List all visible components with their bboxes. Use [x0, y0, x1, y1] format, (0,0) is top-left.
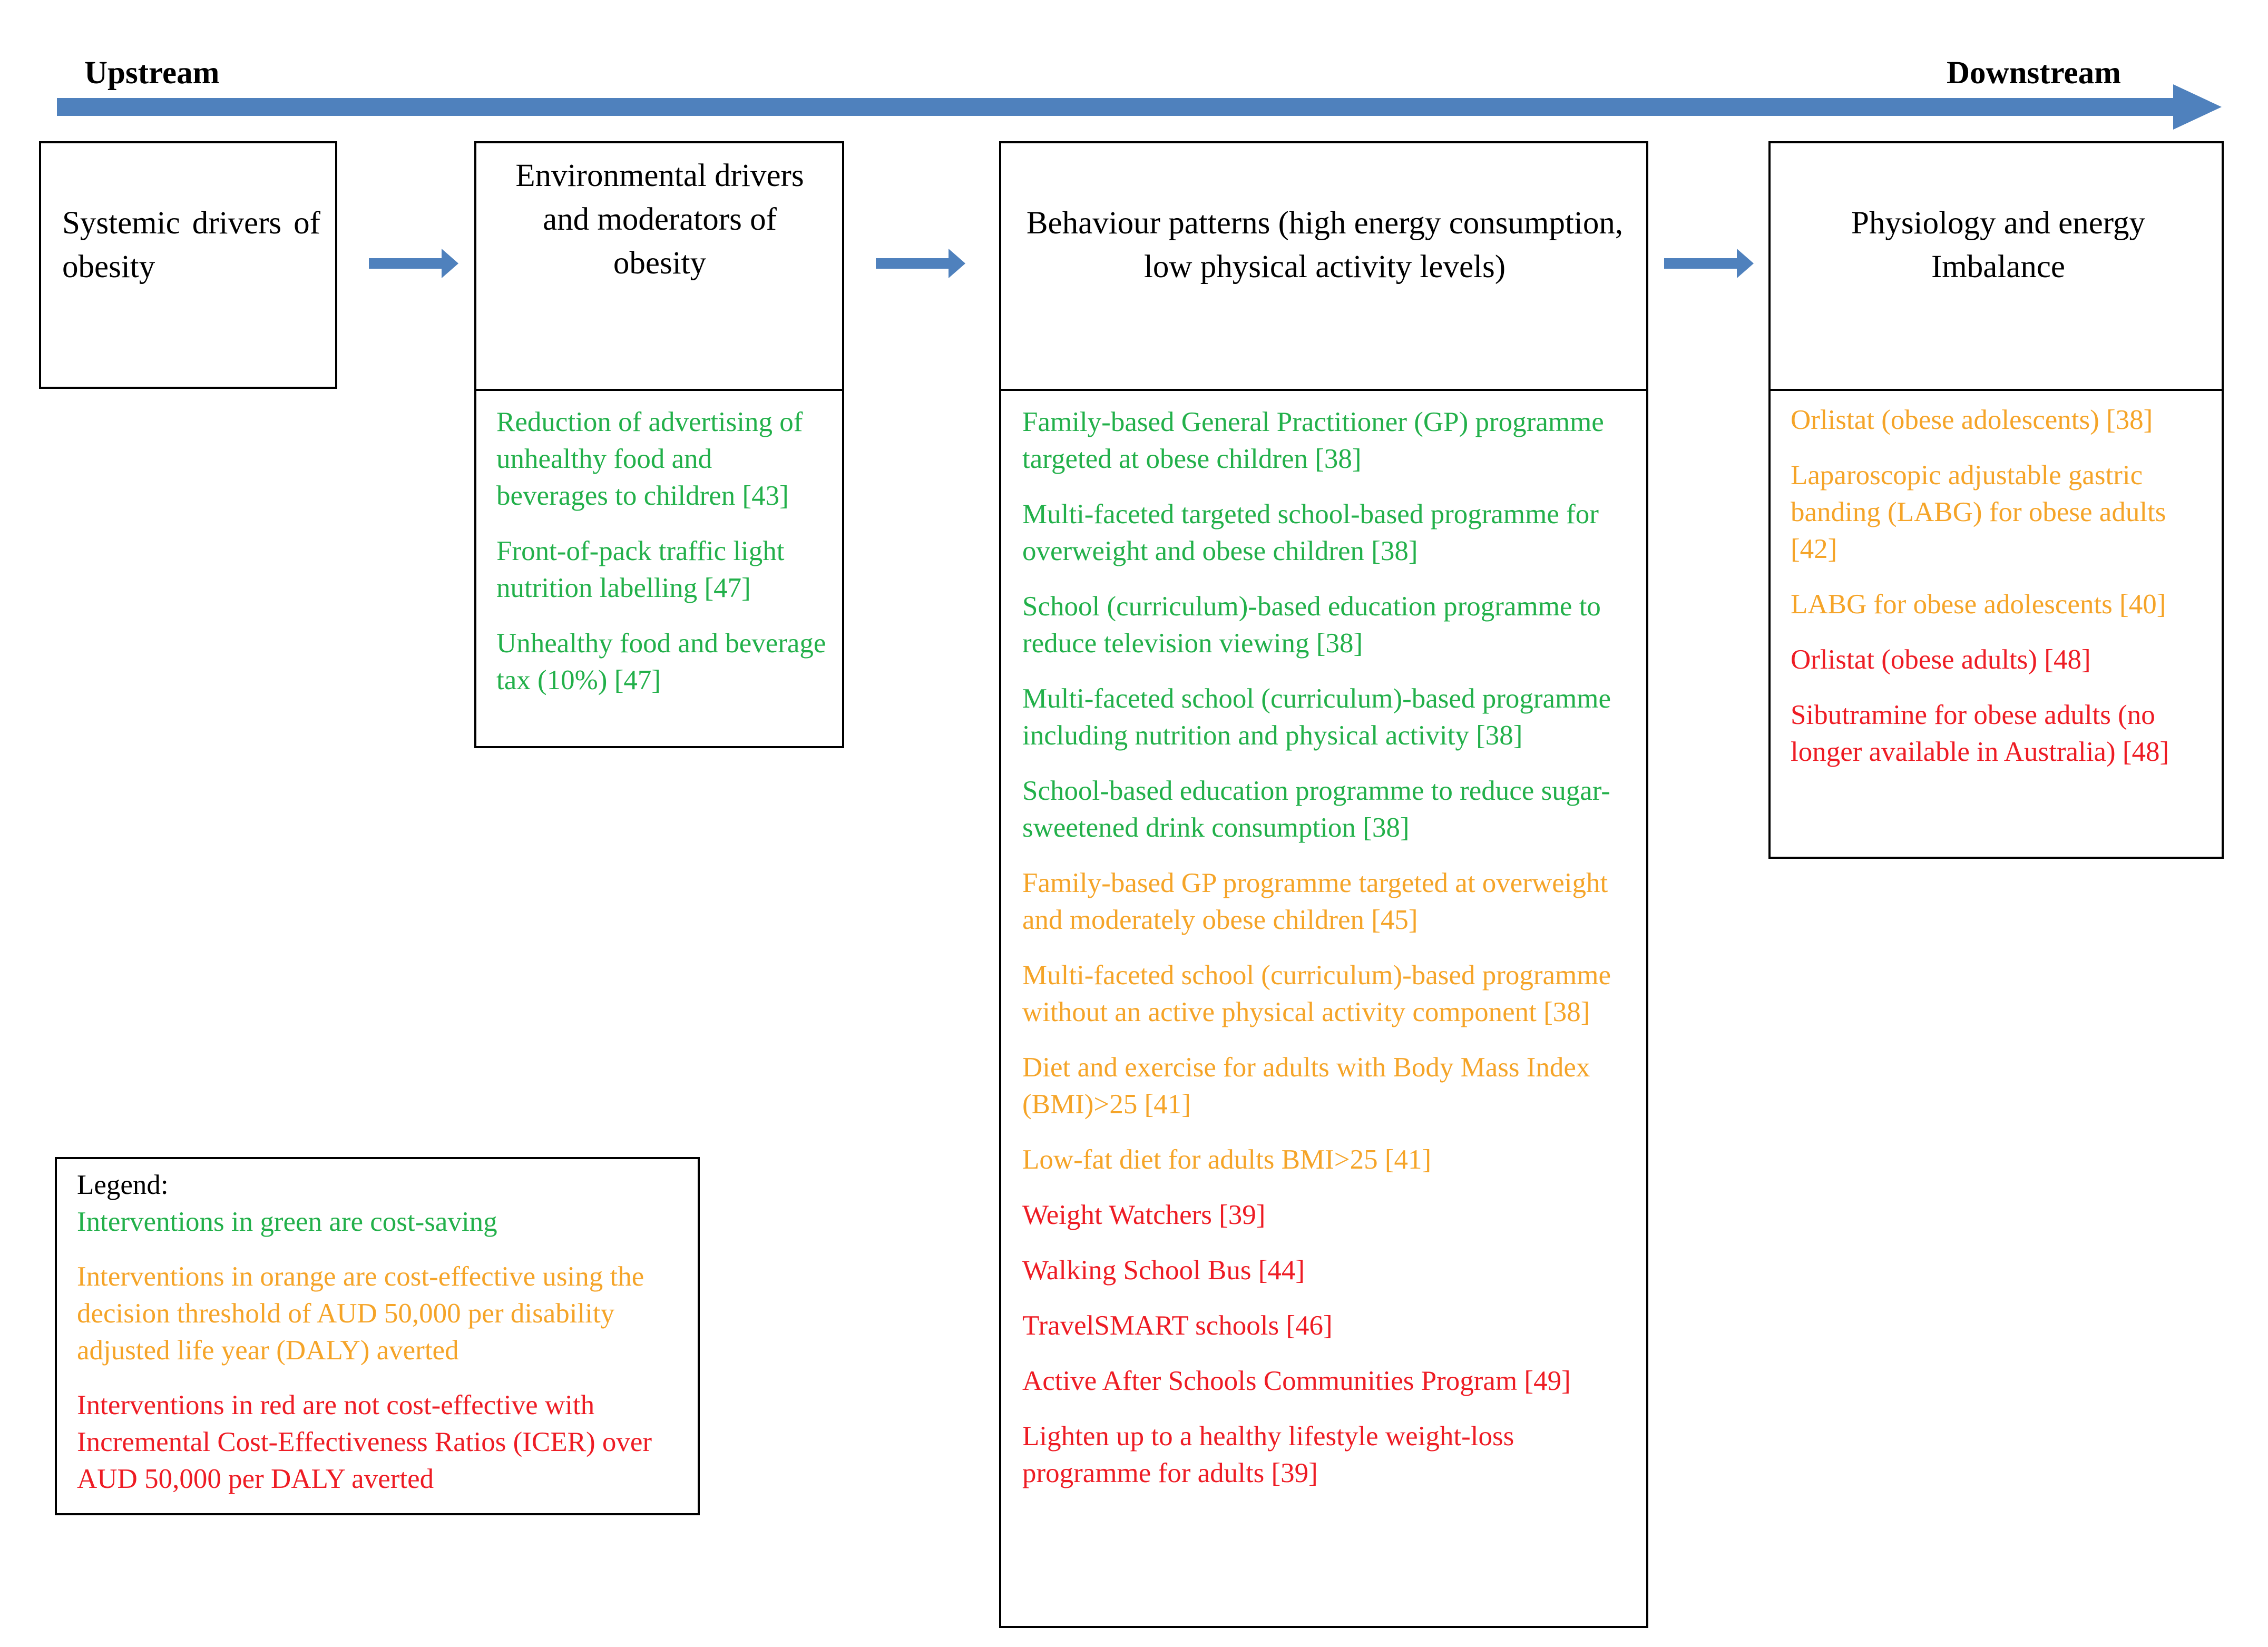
- intervention-list: Family-based General Practitioner (GP) p…: [1022, 404, 1634, 1510]
- intervention-item: Family-based GP programme targeted at ov…: [1022, 868, 1608, 935]
- legend-title: Legend:: [77, 1170, 169, 1200]
- intervention-item: TravelSMART schools [46]: [1022, 1310, 1333, 1341]
- stage-divider: [476, 389, 842, 391]
- intervention-item: Lighten up to a healthy lifestyle weight…: [1022, 1421, 1514, 1488]
- intervention-item: Diet and exercise for adults with Body M…: [1022, 1052, 1590, 1120]
- intervention-item: Weight Watchers [39]: [1022, 1200, 1266, 1230]
- intervention-item: Active After Schools Communities Program…: [1022, 1366, 1571, 1396]
- intervention-item: School (curriculum)-based education prog…: [1022, 591, 1601, 659]
- upstream-downstream-arrow: [57, 84, 2222, 130]
- intervention-item: Reduction of advertising of unhealthy fo…: [496, 407, 803, 511]
- intervention-item: Orlistat (obese adults) [48]: [1791, 644, 2091, 675]
- downstream-label: Downstream: [1947, 55, 2121, 91]
- intervention-item: Low-fat diet for adults BMI>25 [41]: [1022, 1144, 1432, 1175]
- intervention-item: Walking School Bus [44]: [1022, 1255, 1305, 1286]
- intervention-list: Orlistat (obese adolescents) [38] Laparo…: [1791, 401, 2212, 789]
- legend-entry-red: Interventions in red are not cost-effect…: [77, 1390, 652, 1494]
- intervention-item: LABG for obese adolescents [40]: [1791, 589, 2166, 620]
- legend: Legend: Interventions in green are cost-…: [77, 1166, 678, 1515]
- stage-divider: [1001, 389, 1646, 391]
- legend-entry-green: Interventions in green are cost-saving: [77, 1207, 497, 1237]
- legend-entry-orange: Interventions in orange are cost-effecti…: [77, 1261, 644, 1366]
- stage-box-environmental: Environmental drivers and moderators of …: [474, 141, 844, 748]
- intervention-item: Unhealthy food and beverage tax (10%) [4…: [496, 628, 826, 695]
- intervention-item: Sibutramine for obese adults (no longer …: [1791, 700, 2169, 767]
- stage-arrow-2: [876, 249, 965, 278]
- stage-title: Behaviour patterns (high energy consumpt…: [1026, 205, 1624, 285]
- intervention-list: Reduction of advertising of unhealthy fo…: [496, 404, 829, 717]
- stage-title: Environmental drivers and moderators of …: [515, 158, 804, 281]
- stage-box-behaviour: Behaviour patterns (high energy consumpt…: [999, 141, 1648, 1628]
- stage-arrow-3: [1664, 249, 1754, 278]
- intervention-item: Family-based General Practitioner (GP) p…: [1022, 407, 1604, 474]
- stage-title: Physiology and energy Imbalance: [1851, 205, 2145, 285]
- legend-box: Legend: Interventions in green are cost-…: [55, 1157, 700, 1515]
- stage-divider: [1771, 389, 2222, 391]
- intervention-item: Orlistat (obese adolescents) [38]: [1791, 405, 2153, 435]
- intervention-item: Multi-faceted school (curriculum)-based …: [1022, 960, 1611, 1027]
- intervention-item: Multi-faceted school (curriculum)-based …: [1022, 683, 1611, 751]
- intervention-item: Laparoscopic adjustable gastric banding …: [1791, 460, 2166, 564]
- intervention-item: School-based education programme to redu…: [1022, 776, 1610, 843]
- intervention-item: Multi-faceted targeted school-based prog…: [1022, 499, 1599, 566]
- stage-title: Systemic drivers of obesity: [62, 205, 320, 285]
- intervention-item: Front-of-pack traffic light nutrition la…: [496, 536, 785, 603]
- upstream-label: Upstream: [84, 55, 220, 91]
- stage-arrow-1: [369, 249, 458, 278]
- stage-box-physiology: Physiology and energy Imbalance Orlistat…: [1768, 141, 2224, 859]
- stage-box-systemic: Systemic drivers of obesity: [39, 141, 337, 389]
